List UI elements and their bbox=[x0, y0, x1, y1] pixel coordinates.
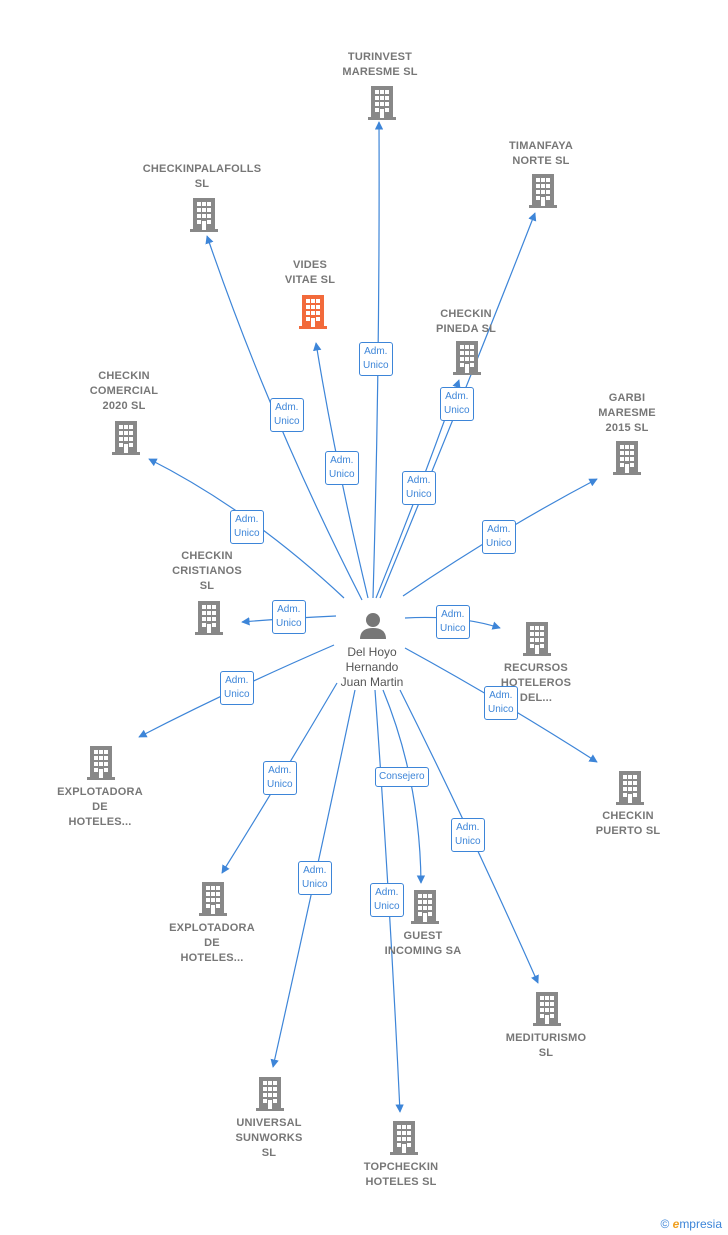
building-icon-topcheckin[interactable] bbox=[390, 1121, 418, 1155]
copyright-icon: © bbox=[660, 1217, 670, 1231]
center-person[interactable] bbox=[360, 613, 386, 639]
building-icon-vides[interactable] bbox=[299, 295, 327, 329]
edge-role-badge-checkinpineda[interactable]: Adm. Unico bbox=[440, 387, 474, 421]
node-label-mediturismo[interactable]: MEDITURISMO SL bbox=[505, 1032, 587, 1059]
edge-role-badge-explotadora1[interactable]: Adm. Unico bbox=[220, 671, 254, 705]
node-label-checkinpuerto[interactable]: CHECKIN PUERTO SL bbox=[595, 810, 661, 837]
building-icon-timanfaya[interactable] bbox=[529, 174, 557, 208]
node-label-checkinpineda[interactable]: CHECKIN PINEDA SL bbox=[435, 308, 497, 335]
edge-role-badge-checkincomercial[interactable]: Adm. Unico bbox=[230, 510, 264, 544]
node-label-vides[interactable]: VIDES VITAE SL bbox=[284, 259, 336, 286]
node-label-checkinpalafolls[interactable]: CHECKINPALAFOLLS SL bbox=[142, 163, 262, 190]
edge-role-badge-universal[interactable]: Adm. Unico bbox=[298, 861, 332, 895]
node-label-explotadora1[interactable]: EXPLOTADORA DE HOTELES... bbox=[57, 786, 143, 828]
edge-role-badge-checkinpuerto[interactable]: Adm. Unico bbox=[484, 686, 518, 720]
edge-role-badge-garbi[interactable]: Adm. Unico bbox=[482, 520, 516, 554]
building-icon-checkincomercial[interactable] bbox=[112, 421, 140, 455]
building-icon-turinvest[interactable] bbox=[368, 86, 396, 120]
node-label-universal[interactable]: UNIVERSAL SUNWORKS SL bbox=[235, 1117, 303, 1159]
nodes-layer bbox=[87, 86, 644, 1155]
edge-role-badge-guest[interactable]: Consejero bbox=[375, 767, 429, 787]
building-icon-recursos[interactable] bbox=[523, 622, 551, 656]
node-label-guest[interactable]: GUEST INCOMING SA bbox=[384, 930, 462, 957]
building-icon-checkinpalafolls[interactable] bbox=[190, 198, 218, 232]
node-label-turinvest[interactable]: TURINVEST MARESME SL bbox=[342, 51, 418, 78]
edge-role-badge-recursos[interactable]: Adm. Unico bbox=[436, 605, 470, 639]
node-label-topcheckin[interactable]: TOPCHECKIN HOTELES SL bbox=[363, 1161, 439, 1188]
building-icon-mediturismo[interactable] bbox=[533, 992, 561, 1026]
building-icon-universal[interactable] bbox=[256, 1077, 284, 1111]
edge-role-badge-topcheckin[interactable]: Adm. Unico bbox=[370, 883, 404, 917]
node-label-checkincristianos[interactable]: CHECKIN CRISTIANOS SL bbox=[172, 550, 242, 592]
edge-role-badge-vides[interactable]: Adm. Unico bbox=[325, 451, 359, 485]
building-icon-checkinpineda[interactable] bbox=[453, 341, 481, 375]
building-icon-explotadora2[interactable] bbox=[199, 882, 227, 916]
building-icon-garbi[interactable] bbox=[613, 441, 641, 475]
building-icon-guest[interactable] bbox=[411, 890, 439, 924]
node-label-checkincomercial[interactable]: CHECKIN COMERCIAL 2020 SL bbox=[89, 370, 159, 412]
building-icon-explotadora1[interactable] bbox=[87, 746, 115, 780]
edge-role-badge-turinvest[interactable]: Adm. Unico bbox=[359, 342, 393, 376]
node-label-recursos[interactable]: RECURSOS HOTELEROS DEL... bbox=[500, 662, 572, 704]
node-label-explotadora2[interactable]: EXPLOTADORA DE HOTELES... bbox=[169, 922, 255, 964]
node-label-timanfaya[interactable]: TIMANFAYA NORTE SL bbox=[509, 140, 573, 167]
person-icon bbox=[360, 613, 386, 639]
center-person-label: Del Hoyo Hernando Juan Martin bbox=[340, 645, 404, 689]
edge-role-badge-checkinpalafolls[interactable]: Adm. Unico bbox=[270, 398, 304, 432]
building-icon-checkincristianos[interactable] bbox=[195, 601, 223, 635]
footer-brand: © empresia bbox=[660, 1217, 722, 1231]
edge-role-badge-timanfaya[interactable]: Adm. Unico bbox=[402, 471, 436, 505]
edge-role-badge-explotadora2[interactable]: Adm. Unico bbox=[263, 761, 297, 795]
building-icon-checkinpuerto[interactable] bbox=[616, 771, 644, 805]
node-label-garbi[interactable]: GARBI MARESME 2015 SL bbox=[598, 392, 656, 434]
edge-role-badge-mediturismo[interactable]: Adm. Unico bbox=[451, 818, 485, 852]
brand-name: mpresia bbox=[679, 1217, 722, 1231]
brand-initial: e bbox=[672, 1217, 680, 1231]
edge-role-badge-checkincristianos[interactable]: Adm. Unico bbox=[272, 600, 306, 634]
